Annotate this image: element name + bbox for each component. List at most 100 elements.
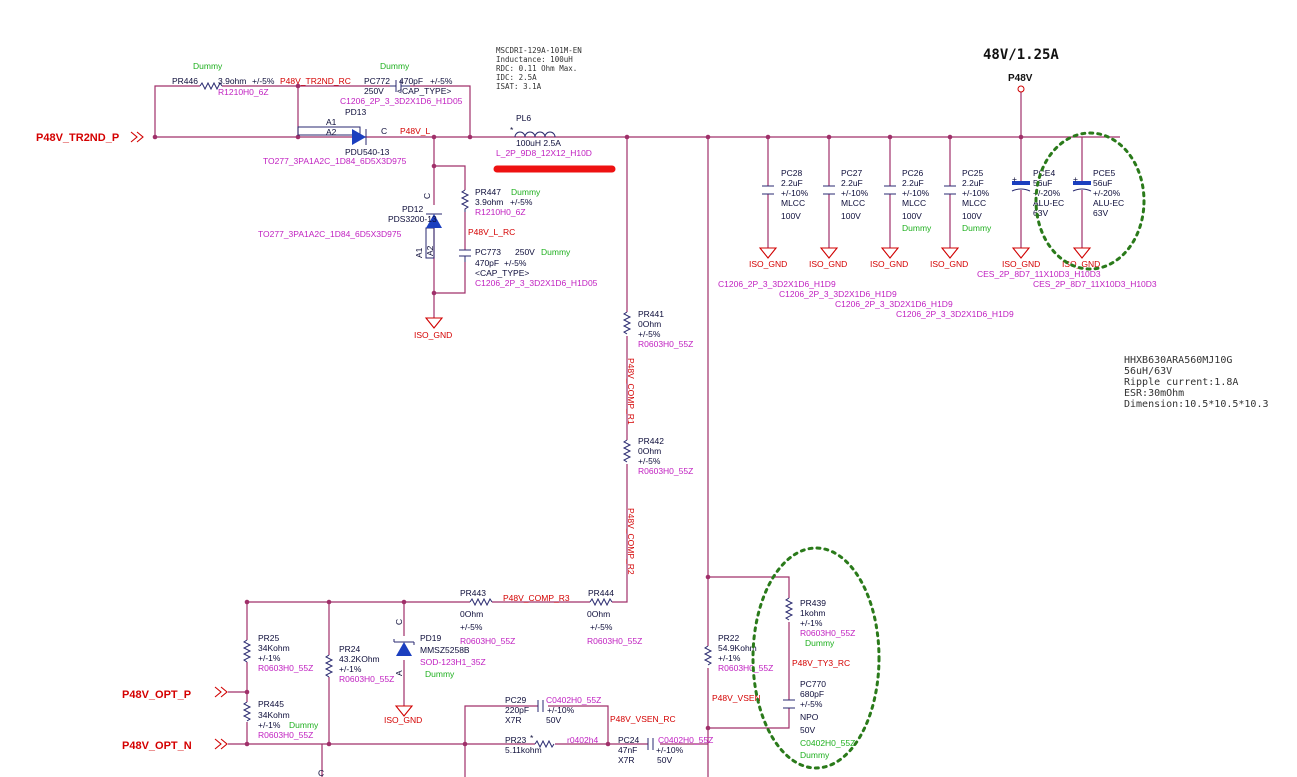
pr445-tol: +/-1% <box>258 720 281 730</box>
output-cap-pc28: PC28 2.2uF +/-10% MLCC 100V ISO_GND <box>749 168 809 269</box>
pc772-tol: +/-5% <box>430 76 453 86</box>
pc24-fp: C0402H0_55Z <box>658 735 713 745</box>
pr444-val: 0Ohm <box>587 609 610 619</box>
pr25-resistor-symbol <box>242 639 252 663</box>
pc773-dummy: Dummy <box>541 247 571 257</box>
gnd-label: ISO_GND <box>384 715 422 725</box>
port-opt-p: P48V_OPT_P <box>122 689 191 701</box>
pr442-tol: +/-5% <box>638 456 661 466</box>
pc28-volt: 100V <box>781 211 801 221</box>
pd13-fp: TO277_3PA1A2C_1D84_6D5X3D975 <box>263 156 407 166</box>
pc773-ref: PC773 <box>475 247 501 257</box>
pr24-fp: R0603H0_55Z <box>339 674 394 684</box>
pc25-val: 2.2uF <box>962 178 984 188</box>
junctions <box>152 83 1024 747</box>
gnd-label: ISO_GND <box>870 259 908 269</box>
wires <box>154 85 1120 777</box>
pr443-ref: PR443 <box>460 588 486 598</box>
pd19-part: MMSZ5258B <box>420 645 470 655</box>
pc27-ref: PC27 <box>841 168 863 178</box>
pc773-cap-symbol <box>459 249 471 262</box>
pr444-tol: +/-5% <box>590 622 613 632</box>
pc25-dummy: Dummy <box>962 223 992 233</box>
output-cap-pc27: PC27 2.2uF +/-10% MLCC 100V ISO_GND <box>809 168 869 269</box>
pr443-tol: +/-5% <box>460 622 483 632</box>
svg-text:C: C <box>318 768 324 777</box>
pd19-dummy: Dummy <box>425 669 455 679</box>
pr439-tol: +/-1% <box>800 618 823 628</box>
pc24-volt: 50V <box>657 755 672 765</box>
pr444-ref: PR444 <box>588 588 614 598</box>
pd13-c: C <box>381 126 387 136</box>
pd13-ref: PD13 <box>345 107 367 117</box>
port-opt-n-arrow <box>214 738 228 750</box>
highlight-circle-pr439-pc770 <box>751 546 881 770</box>
pr439-dummy: Dummy <box>805 638 835 648</box>
net-comp-r1: P48V_COMP_R1 <box>626 358 636 425</box>
pc26-ref: PC26 <box>902 168 924 178</box>
cap-spec-line: Ripple current:1.8A <box>1124 377 1238 388</box>
pr441-tol: +/-5% <box>638 329 661 339</box>
pce4-fp: CES_2P_8D7_11X10D3_H10D3 <box>977 269 1101 279</box>
cap-spec-line: ESR:30mOhm <box>1124 388 1184 399</box>
pc770-cap-symbol <box>783 699 795 709</box>
inductor-spec: MSCDRI-129A-101M-EN Inductance: 100uH RD… <box>496 46 582 91</box>
pc773-type: <CAP_TYPE> <box>475 268 529 278</box>
pc27-tol: +/-10% <box>841 188 869 198</box>
pr445-dummy: Dummy <box>289 720 319 730</box>
pr22-ref: PR22 <box>718 633 740 643</box>
pl6-inductor-symbol <box>514 131 556 138</box>
pr447-val: 3.9ohm <box>475 197 503 207</box>
pd19-c: C <box>394 619 404 625</box>
pd13-body <box>297 126 361 136</box>
svg-text:*: * <box>530 733 534 743</box>
pr25-tol: +/-1% <box>258 653 281 663</box>
cap-spec-line: Dimension:10.5*10.5*10.3 <box>1124 399 1269 410</box>
pr441-ref: PR441 <box>638 309 664 319</box>
pr445-fp: R0603H0_55Z <box>258 730 313 740</box>
pc773-fp: C1206_2P_3_3D2X1D6_H1D05 <box>475 278 598 288</box>
gnd-label: ISO_GND <box>749 259 787 269</box>
pr443-val: 0Ohm <box>460 609 483 619</box>
pc27-val: 2.2uF <box>841 178 863 188</box>
pr446-val: 3.9ohm <box>218 76 246 86</box>
port-tr2nd: P48V_TR2ND_P <box>36 132 119 144</box>
pc770-fp: C0402H0_55Z <box>800 738 855 748</box>
port-opt-n: P48V_OPT_N <box>122 740 192 752</box>
pc27-type: MLCC <box>841 198 865 208</box>
inductor-spec-line: MSCDRI-129A-101M-EN <box>496 46 582 55</box>
pc25-fp: C1206_2P_3_3D2X1D6_H1D9 <box>896 309 1014 319</box>
pd19-a: A <box>394 670 404 676</box>
pce5-tol: +/-20% <box>1093 188 1121 198</box>
pc28-type: MLCC <box>781 198 805 208</box>
pl6-ref: PL6 <box>516 113 531 123</box>
inductor-spec-line: Inductance: 100uH <box>496 55 573 64</box>
pc770-volt: 50V <box>800 725 815 735</box>
gnd-label: ISO_GND <box>1062 259 1100 269</box>
pr441-resistor-symbol <box>622 311 632 335</box>
gnd-label: ISO_GND <box>930 259 968 269</box>
pc772-cap-symbol <box>390 80 410 92</box>
pr22-val: 54.9Kohm <box>718 643 757 653</box>
pr442-fp: R0603H0_55Z <box>638 466 693 476</box>
pce5-ref: PCE5 <box>1093 168 1115 178</box>
pr446-resistor-symbol <box>199 81 223 91</box>
pc29-ref: PC29 <box>505 695 527 705</box>
pr24-ref: PR24 <box>339 644 361 654</box>
pr24-tol: +/-1% <box>339 664 362 674</box>
pd12-fp: TO277_3PA1A2C_1D84_6D5X3D975 <box>258 229 402 239</box>
pr442-resistor-symbol <box>622 439 632 463</box>
pc772-type: <CAP_TYPE> <box>397 86 451 96</box>
pc26-dummy: Dummy <box>902 223 932 233</box>
pce4-type: ALU-EC <box>1033 198 1064 208</box>
pc24-type: X7R <box>618 755 635 765</box>
pr25-val: 34Kohm <box>258 643 290 653</box>
pce4-tol: +/-20% <box>1033 188 1061 198</box>
pc770-dummy: Dummy <box>800 750 830 760</box>
pr439-resistor-symbol <box>784 597 794 621</box>
pr445-resistor-symbol <box>242 701 252 722</box>
cap-spec-line: HHXB630ARA560MJ10G <box>1124 355 1232 366</box>
pl6-fp: L_2P_9D8_12X12_H10D <box>496 148 592 158</box>
pd12-part: PDS3200-13 <box>388 214 437 224</box>
pc770-ref: PC770 <box>800 679 826 689</box>
